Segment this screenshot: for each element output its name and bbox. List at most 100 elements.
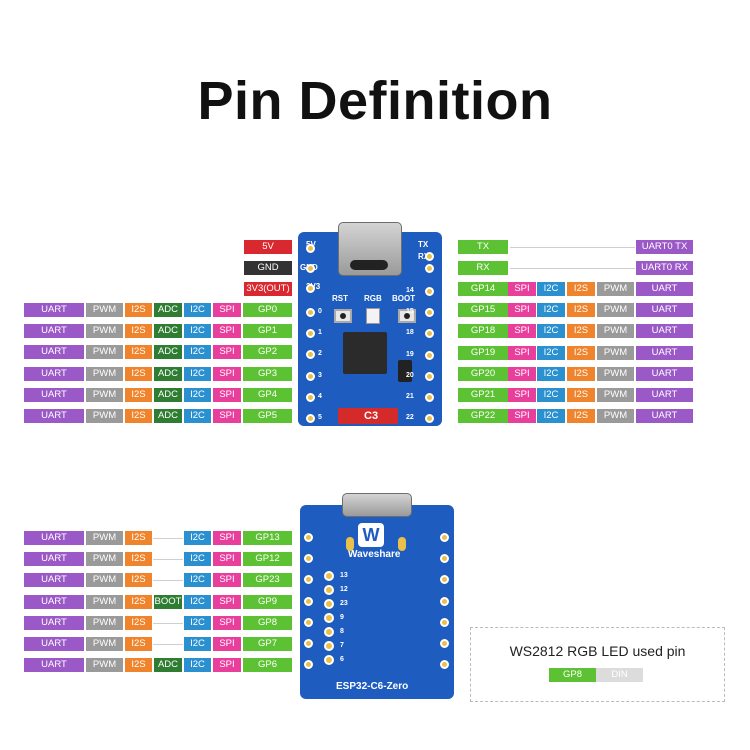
top-right-pad-14 [425,287,434,296]
right-spi-label-gp22: SPI [508,409,536,424]
bottom-boot-label-gp9: BOOT [154,594,182,609]
top-left-pad-5 [306,414,315,423]
left-pwm-label-gp0: PWM [86,303,123,317]
left-gp-label-gp4: GP4 [243,387,292,402]
bottom-leader-gp23 [153,580,183,582]
left-uart-label-gp0: UART [24,303,84,317]
bottom-left-edge-pad-2 [304,575,313,585]
bottom-uart-label-gp9: UART [24,594,84,609]
bottom-gp-label-gp9: GP9 [243,594,292,609]
left-gp-label-gp5: GP5 [243,409,292,423]
bottom-uart-label-gp7: UART [24,637,84,651]
board-silk-rx: RX [418,252,430,261]
bottom-spi-label-gp8: SPI [213,615,241,630]
right-gp-label-gp18: GP18 [458,324,508,339]
bottom-i2c-label-gp13: I2C [184,531,211,545]
serial-leader-tx [510,247,635,248]
bottom-gp-label-gp8: GP8 [243,615,292,630]
usb-c-port [350,260,388,270]
bottom-pwm-label-gp7: PWM [86,637,123,651]
right-spi-label-gp18: SPI [508,324,536,339]
left-pwm-label-gp5: PWM [86,409,123,423]
top-left-power-pad-2 [306,284,315,293]
right-i2c-label-gp20: I2C [537,366,565,381]
bottom-leader-gp7 [153,644,183,645]
left-gp-label-gp3: GP3 [243,366,292,381]
top-left-pad-num-5: 5 [318,414,322,421]
bottom-gp-label-gp7: GP7 [243,637,292,651]
top-left-pad-0 [306,308,315,317]
bottom-i2c-label-gp9: I2C [184,594,211,609]
bottom-pwm-label-gp6: PWM [86,658,123,673]
left-uart-label-gp5: UART [24,409,84,423]
bottom-leader-gp13 [153,538,183,539]
power-label-3v3: 3V3(OUT) [244,282,292,296]
right-gp-label-gp22: GP22 [458,409,508,424]
bottom-uart-label-gp23: UART [24,573,84,588]
right-uart-label-gp20: UART [636,366,693,381]
left-spi-label-gp2: SPI [213,345,241,360]
bottom-i2c-label-gp6: I2C [184,658,211,673]
right-pwm-label-gp19: PWM [597,345,634,360]
right-gp-label-gp19: GP19 [458,345,508,360]
ws2812-legend: WS2812 RGB LED used pin GP8 DIN [470,627,725,702]
top-right-pad-num-19: 19 [406,350,414,358]
bottom-inner-pad-23 [324,599,334,609]
top-right-serial-pad-0 [425,252,434,261]
bottom-inner-pad-num-13: 13 [340,572,348,579]
bottom-uart-label-gp12: UART [24,552,84,567]
top-right-pad-15 [425,308,434,318]
bottom-usb-c-connector [342,493,412,517]
right-uart-label-gp15: UART [636,303,693,318]
top-right-pad-21 [425,393,434,402]
right-pwm-label-gp20: PWM [597,366,634,381]
bottom-pwm-label-gp23: PWM [86,573,123,588]
right-i2c-label-gp19: I2C [537,345,565,360]
right-gp-label-gp20: GP20 [458,366,508,381]
right-spi-label-gp20: SPI [508,366,536,381]
right-uart-label-gp22: UART [636,409,693,424]
right-uart-label-gp14: UART [636,282,693,296]
top-right-pad-18 [425,329,434,339]
top-left-pad-num-1: 1 [318,329,322,337]
right-uart-label-gp18: UART [636,324,693,339]
right-pwm-label-gp15: PWM [597,303,634,318]
bottom-inner-pad-8 [324,627,334,637]
left-i2c-label-gp0: I2C [184,303,211,317]
serial-label-tx: TX [458,240,508,254]
left-i2s-label-gp0: I2S [125,303,152,317]
left-uart-label-gp3: UART [24,366,84,381]
top-left-pad-3 [306,371,315,381]
left-i2c-label-gp2: I2C [184,345,211,360]
top-left-pad-2 [306,350,315,360]
right-pwm-label-gp22: PWM [597,409,634,424]
bottom-spi-label-gp7: SPI [213,637,241,651]
esp32-c6-chip [343,332,387,374]
bottom-leader-gp12 [153,559,183,561]
top-left-power-pad-1 [306,264,315,273]
left-i2c-label-gp5: I2C [184,409,211,423]
top-right-pad-num-14: 14 [406,287,414,294]
left-pwm-label-gp3: PWM [86,366,123,381]
bottom-inner-pad-num-7: 7 [340,642,344,649]
bottom-pwm-label-gp12: PWM [86,552,123,567]
legend-pin-label: GP8 [549,668,596,682]
bottom-i2s-label-gp9: I2S [125,594,152,609]
bottom-spi-label-gp6: SPI [213,658,241,673]
bottom-i2s-label-gp6: I2S [125,658,152,673]
left-pwm-label-gp1: PWM [86,324,123,339]
bottom-left-edge-pad-1 [304,554,313,564]
left-spi-label-gp3: SPI [213,366,241,381]
bottom-spi-label-gp13: SPI [213,531,241,545]
bottom-i2s-label-gp23: I2S [125,573,152,588]
top-left-pad-num-4: 4 [318,392,322,400]
bottom-right-edge-pad-6 [440,660,449,670]
bottom-inner-pad-num-6: 6 [340,656,344,663]
right-uart-label-gp19: UART [636,345,693,360]
bottom-left-edge-pad-5 [304,639,313,648]
board-silk-rgb: RGB [364,294,382,303]
bottom-inner-pad-num-8: 8 [340,628,344,635]
right-gp-label-gp21: GP21 [458,388,508,402]
serial-func-tx: UART0 TX [636,240,693,254]
